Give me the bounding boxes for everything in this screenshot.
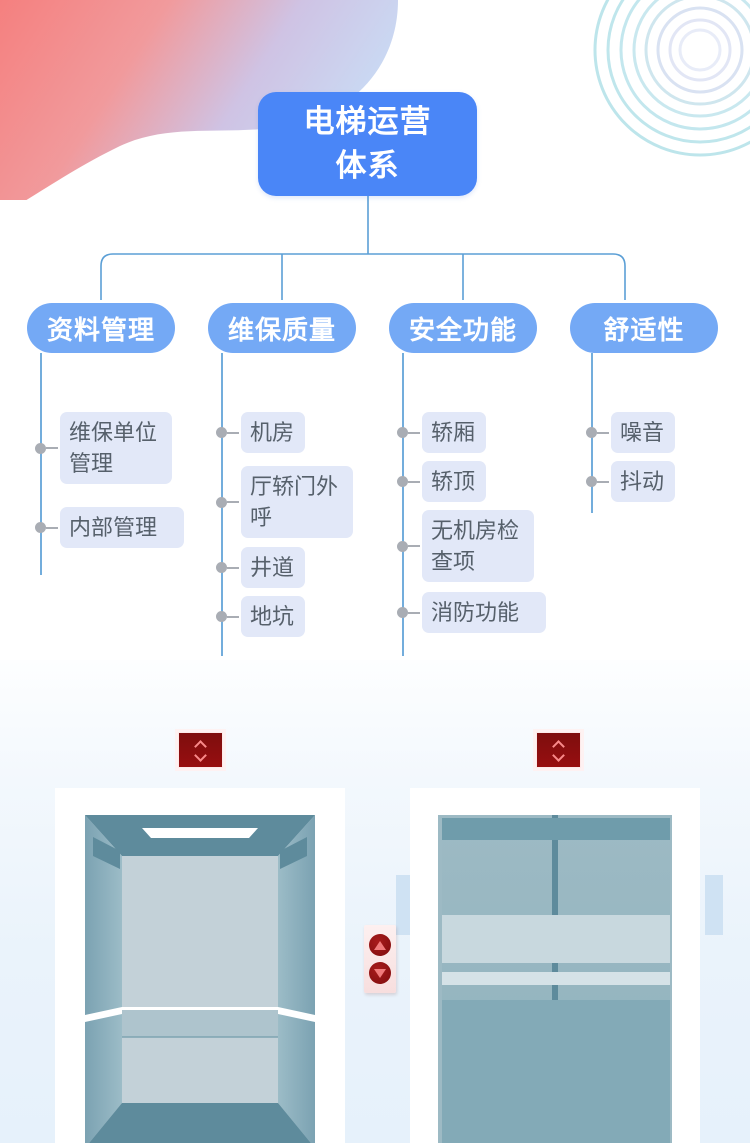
connector-stub — [227, 615, 239, 618]
chevron-up-icon — [552, 741, 565, 749]
bullet-dot-icon — [586, 427, 597, 438]
branch-node-maintenance-quality[interactable]: 维保质量 — [208, 303, 356, 353]
list-item[interactable]: 轿顶 — [397, 461, 486, 502]
leaf-label: 无机房检查项 — [422, 510, 534, 582]
chevron-up-icon — [194, 741, 207, 749]
bullet-dot-icon — [216, 496, 227, 508]
root-node[interactable]: 电梯运营 体系 — [258, 92, 477, 196]
branch-node-data-management[interactable]: 资料管理 — [27, 303, 175, 353]
bullet-dot-icon — [586, 476, 597, 487]
right-elevator-closed-doors — [396, 788, 723, 1143]
call-button-panel[interactable] — [364, 925, 396, 993]
leaf-label: 井道 — [241, 547, 305, 588]
bullet-dot-icon — [397, 607, 408, 618]
leaf-label: 机房 — [241, 412, 305, 453]
branch-spine — [40, 353, 42, 575]
leaf-label: 地坑 — [241, 596, 305, 637]
list-item[interactable]: 地坑 — [216, 596, 305, 637]
connector-stub — [597, 431, 609, 434]
list-item[interactable]: 抖动 — [586, 461, 675, 502]
connector-stub — [408, 480, 420, 483]
connector-stub — [408, 611, 420, 614]
left-elevator-open-car — [55, 788, 345, 1143]
bullet-dot-icon — [397, 476, 408, 487]
connector-stub — [227, 431, 239, 434]
leaf-label: 厅轿门外呼 — [241, 466, 353, 538]
connector-stub — [597, 480, 609, 483]
leaf-label: 轿顶 — [422, 461, 486, 502]
list-item[interactable]: 轿厢 — [397, 412, 486, 453]
branch-spine — [402, 353, 404, 656]
list-item[interactable]: 消防功能 — [397, 592, 546, 633]
connector-stub — [46, 447, 58, 449]
connector-stub — [227, 566, 239, 569]
chevron-down-icon — [194, 751, 207, 759]
elevator-illustration — [0, 660, 750, 1143]
bullet-dot-icon — [35, 522, 46, 533]
elevator-scene-svg — [55, 788, 723, 1143]
branch-node-label: 资料管理 — [46, 314, 155, 345]
bullet-dot-icon — [397, 540, 408, 552]
bullet-dot-icon — [35, 442, 46, 454]
list-item[interactable]: 维保单位管理 — [35, 412, 172, 484]
connector-stub — [227, 501, 239, 503]
branch-node-label: 安全功能 — [408, 314, 517, 345]
floor-indicator-left[interactable] — [178, 732, 223, 768]
leaf-label: 噪音 — [611, 412, 675, 453]
leaf-label: 轿厢 — [422, 412, 486, 453]
list-item[interactable]: 内部管理 — [35, 507, 184, 548]
leaf-label: 维保单位管理 — [60, 412, 172, 484]
bullet-dot-icon — [216, 427, 227, 438]
chevron-down-icon — [552, 751, 565, 759]
floor-indicator-right[interactable] — [536, 732, 581, 768]
branch-node-comfort[interactable]: 舒适性 — [570, 303, 718, 353]
leaf-label: 内部管理 — [60, 507, 184, 548]
list-item[interactable]: 无机房检查项 — [397, 510, 534, 582]
org-chart: 电梯运营 体系 资料管理 维保单位管理 内部管理 维保质量 — [27, 92, 718, 656]
root-node-label: 电梯运营 体系 — [303, 104, 432, 183]
bullet-dot-icon — [216, 562, 227, 573]
list-item[interactable]: 机房 — [216, 412, 305, 453]
list-item[interactable]: 噪音 — [586, 412, 675, 453]
list-item[interactable]: 厅轿门外呼 — [216, 466, 353, 538]
bullet-dot-icon — [216, 611, 227, 622]
branch-node-safety-functions[interactable]: 安全功能 — [389, 303, 537, 353]
bullet-dot-icon — [397, 427, 408, 438]
chart-connectors — [100, 196, 626, 300]
triangle-up-icon — [374, 940, 386, 950]
leaf-label: 消防功能 — [422, 592, 546, 633]
connector-stub — [408, 431, 420, 434]
list-item[interactable]: 井道 — [216, 547, 305, 588]
connector-stub — [408, 545, 420, 547]
connector-stub — [46, 526, 58, 529]
branch-node-label: 维保质量 — [227, 314, 336, 345]
triangle-down-icon — [374, 968, 386, 978]
call-up-button[interactable] — [369, 934, 391, 956]
branch-node-label: 舒适性 — [603, 314, 685, 345]
leaf-label: 抖动 — [611, 461, 675, 502]
call-down-button[interactable] — [369, 962, 391, 984]
